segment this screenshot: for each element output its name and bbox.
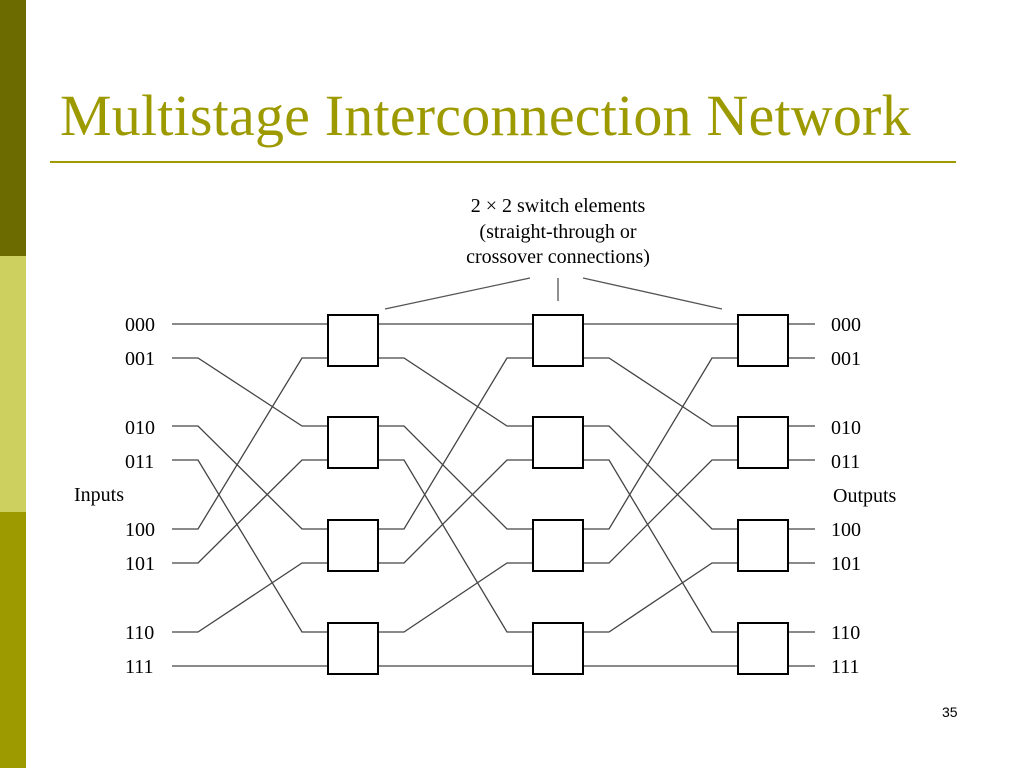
wire (172, 459, 328, 633)
switch-box (532, 622, 584, 675)
output-label: 110 (831, 622, 860, 644)
callout-pointers (384, 277, 723, 310)
wire (378, 562, 533, 633)
output-label: 100 (831, 519, 861, 541)
switch-box (532, 416, 584, 469)
switch-elements (327, 314, 789, 675)
switch-box (327, 519, 379, 572)
switch-box (327, 622, 379, 675)
switch-box (737, 416, 789, 469)
switch-box (737, 519, 789, 572)
input-label: 001 (125, 348, 155, 370)
input-label: 011 (125, 451, 154, 473)
wire (583, 357, 738, 530)
switch-box (737, 314, 789, 367)
sidebar-band-mid (0, 512, 26, 768)
input-label: 010 (125, 417, 155, 439)
input-label: 101 (125, 553, 155, 575)
callout-pointer-left (384, 277, 531, 310)
wire (583, 562, 738, 633)
output-label: 101 (831, 553, 861, 575)
wire (583, 459, 738, 564)
outputs-label: Outputs (833, 485, 897, 507)
output-label: 011 (831, 451, 860, 473)
callout-line-2: (straight-through or (479, 221, 637, 243)
wire (583, 459, 738, 633)
wire (172, 357, 328, 427)
input-label: 111 (125, 656, 154, 678)
switch-box (327, 416, 379, 469)
network-wires (172, 323, 815, 667)
input-labels: 000 001 010 011 100 101 110 111 (125, 314, 155, 678)
input-label: 110 (125, 622, 154, 644)
wire (583, 357, 738, 427)
output-label: 111 (831, 656, 860, 678)
wire (172, 459, 328, 564)
switch-box (327, 314, 379, 367)
slide-title: Multistage Interconnection Network (60, 83, 911, 148)
inputs-label: Inputs (74, 484, 124, 506)
wire (378, 357, 533, 427)
wire (378, 459, 533, 564)
wire (378, 459, 533, 633)
callout-pointer-right (582, 277, 723, 310)
output-label: 001 (831, 348, 861, 370)
page-number: 35 (942, 704, 958, 720)
input-label: 100 (125, 519, 155, 541)
sidebar-band-light (0, 256, 26, 512)
wire (172, 357, 328, 530)
input-label: 000 (125, 314, 155, 336)
callout-line-1: 2 × 2 switch elements (471, 195, 646, 217)
wire (172, 425, 328, 530)
wire (583, 425, 738, 530)
switch-box (532, 519, 584, 572)
switch-box (532, 314, 584, 367)
switch-box (737, 622, 789, 675)
output-label: 000 (831, 314, 861, 336)
wire (378, 425, 533, 530)
output-labels: 000 001 010 011 100 101 110 111 (831, 314, 861, 678)
title-underline (50, 161, 956, 163)
wire (378, 357, 533, 530)
wire (172, 562, 328, 633)
sidebar-band-dark (0, 0, 26, 256)
callout-line-3: crossover connections) (466, 246, 650, 268)
output-label: 010 (831, 417, 861, 439)
